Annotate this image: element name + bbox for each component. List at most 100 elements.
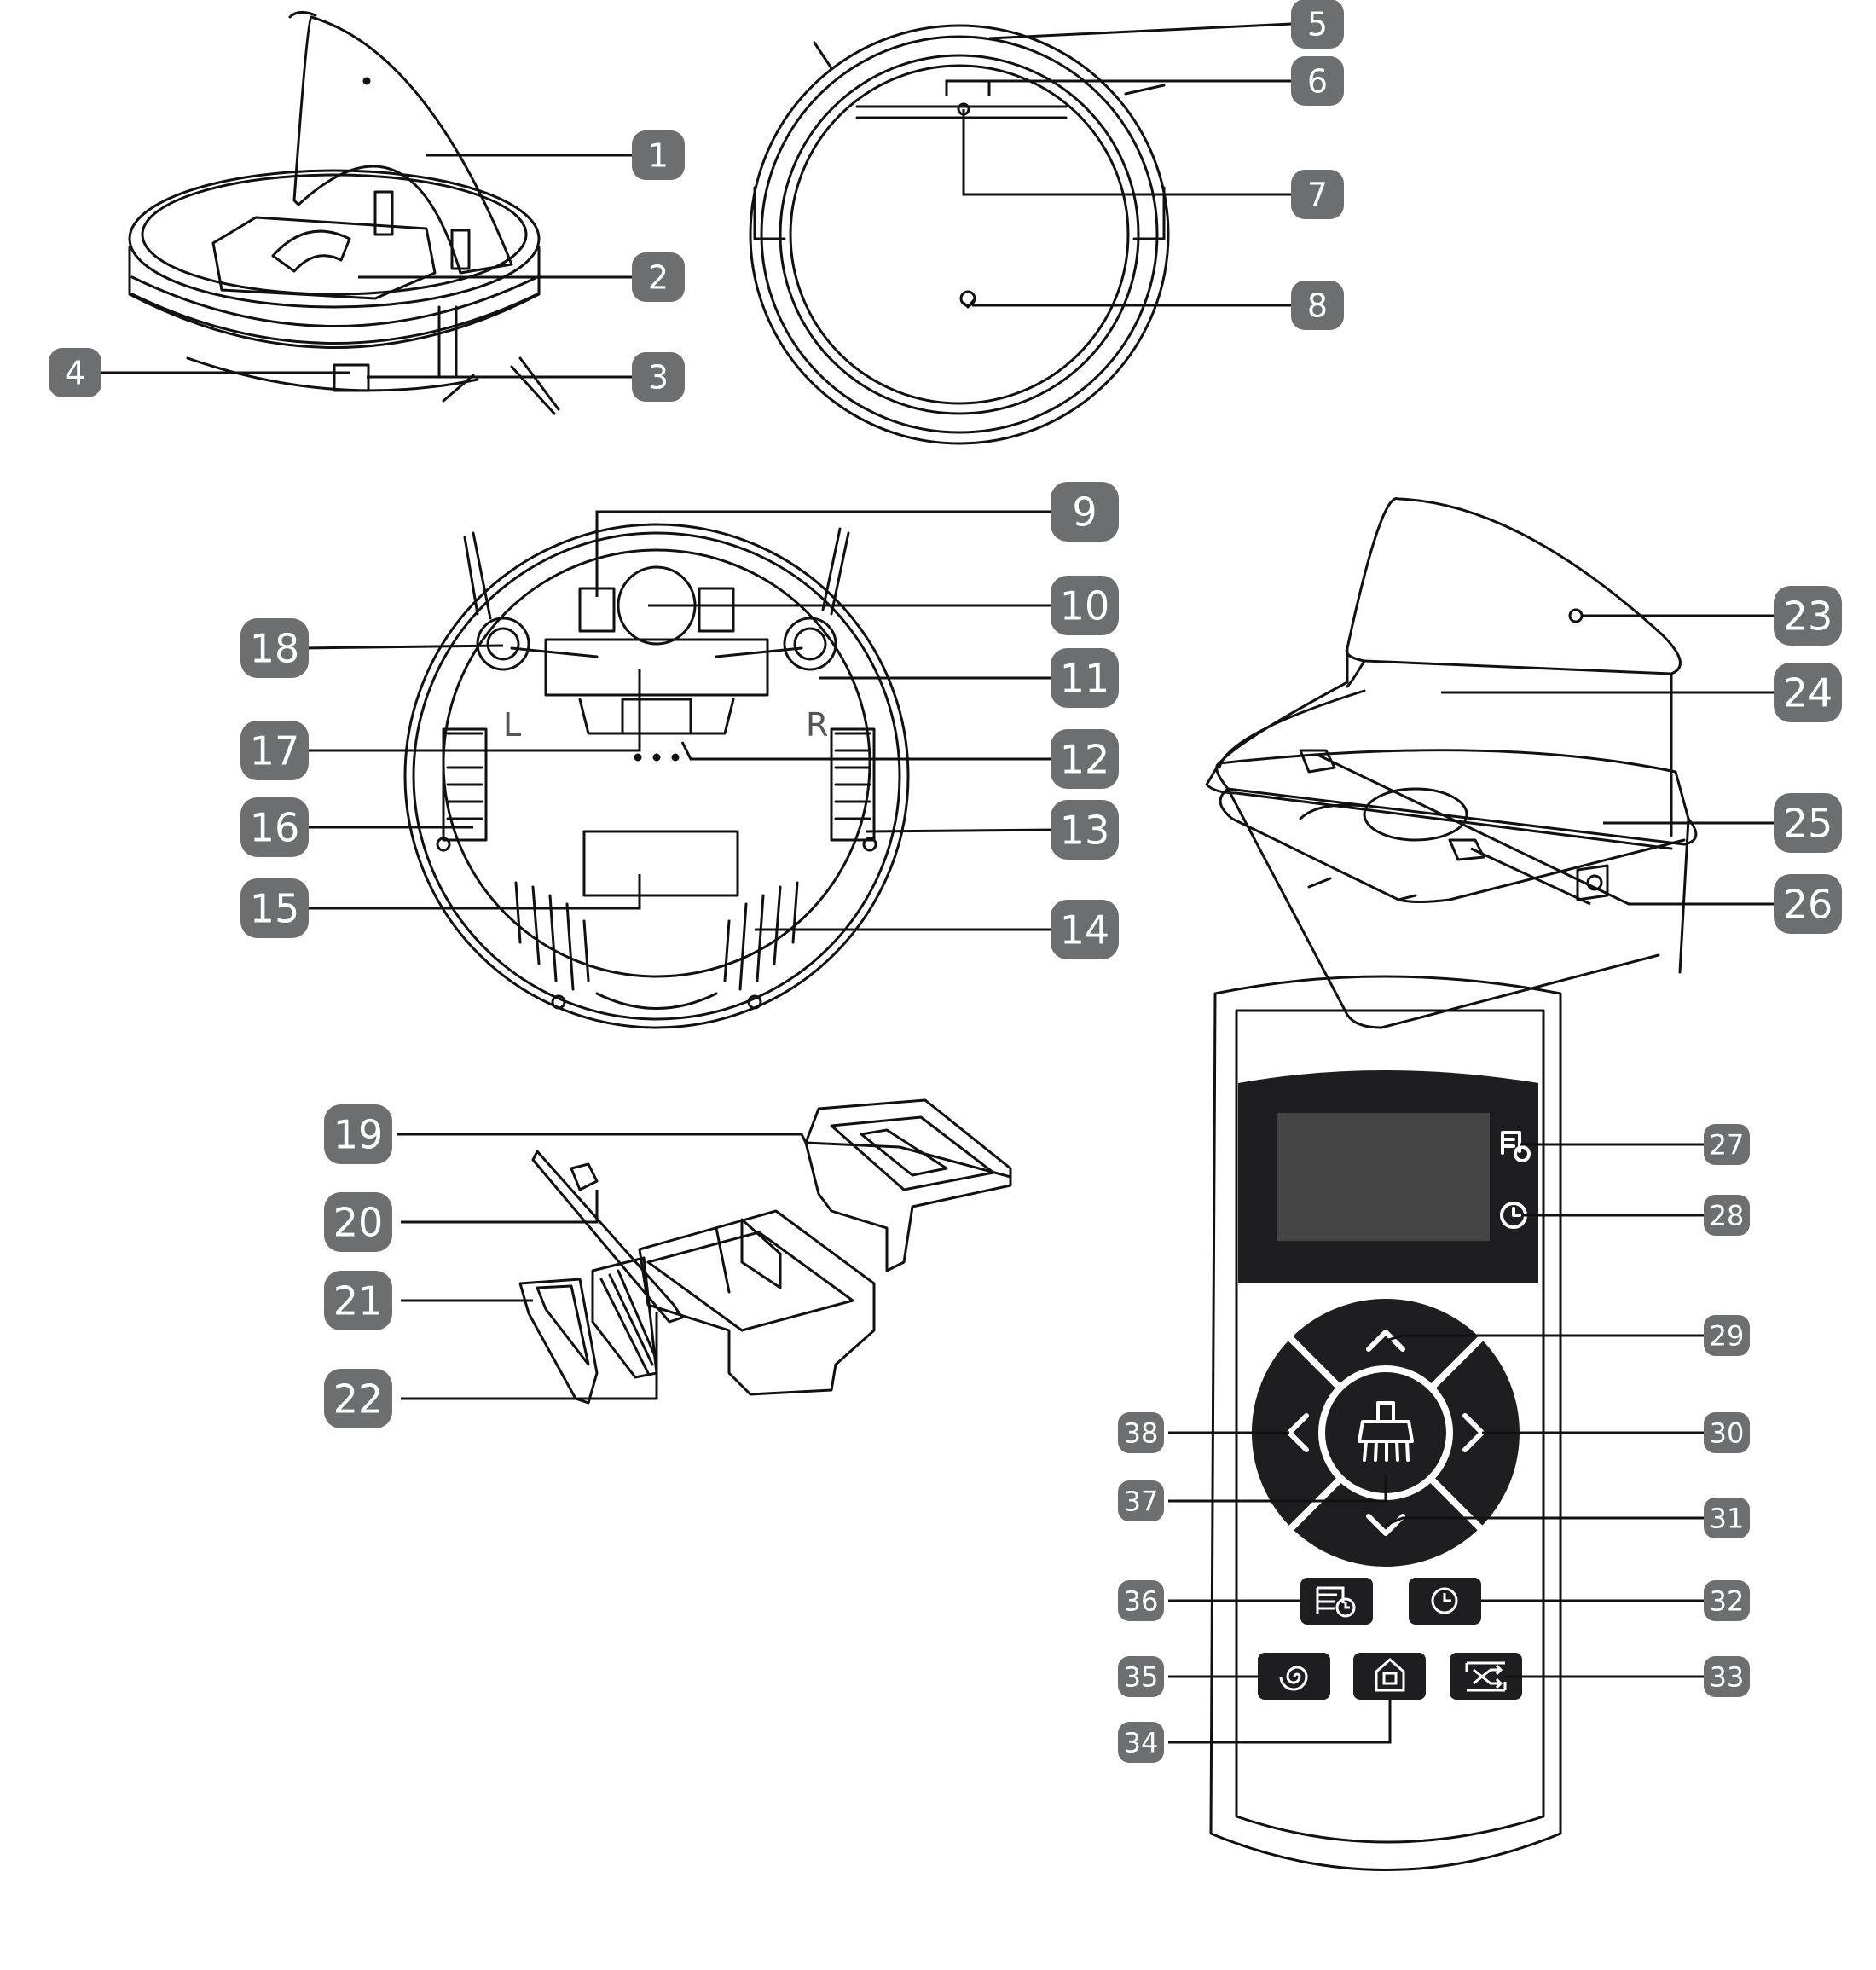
callout-badge-bg <box>240 721 309 780</box>
callout-number: 30 <box>1710 1417 1745 1450</box>
schedule-button[interactable] <box>1300 1578 1373 1625</box>
arrow-down-icon[interactable] <box>1366 1514 1405 1536</box>
callout-38: 38 <box>1118 1412 1164 1453</box>
callout-number: 15 <box>250 886 300 932</box>
schedule-icon <box>1501 1131 1531 1162</box>
callout-37: 37 <box>1118 1480 1164 1521</box>
callout-badge-bg <box>1774 586 1842 646</box>
leader-lines <box>98 22 1774 1744</box>
callout-number: 29 <box>1710 1320 1745 1353</box>
callout-badge-bg <box>240 618 309 678</box>
callout-number: 27 <box>1710 1129 1745 1162</box>
arrow-up-icon[interactable] <box>1366 1330 1405 1352</box>
callout-14: 14 <box>1051 900 1119 959</box>
callout-4: 4 <box>49 348 101 397</box>
callout-number: 28 <box>1710 1200 1745 1232</box>
callout-badge-bg <box>1118 1722 1164 1763</box>
callout-badge-bg <box>1704 1195 1750 1236</box>
callout-23: 23 <box>1774 586 1842 646</box>
callout-number: 10 <box>1060 583 1110 629</box>
callout-number: 16 <box>250 805 300 851</box>
callout-badge-bg <box>1051 729 1119 789</box>
callout-13: 13 <box>1051 800 1119 860</box>
callout-number: 36 <box>1124 1585 1159 1618</box>
callout-3: 3 <box>632 352 685 402</box>
spiral-button[interactable] <box>1258 1653 1330 1700</box>
callout-29: 29 <box>1704 1315 1750 1356</box>
callout-36: 36 <box>1118 1580 1164 1621</box>
callout-15: 15 <box>240 878 309 938</box>
callout-number: 37 <box>1124 1486 1159 1518</box>
callout-number: 38 <box>1124 1417 1159 1450</box>
callout-number: 6 <box>1307 63 1328 101</box>
home-button[interactable] <box>1353 1653 1426 1700</box>
callout-number: 21 <box>333 1278 384 1324</box>
callout-35: 35 <box>1118 1656 1164 1697</box>
clock-icon <box>1431 1587 1458 1614</box>
callout-number: 8 <box>1307 287 1328 325</box>
callout-number: 3 <box>648 359 669 397</box>
callout-badge-bg <box>1051 648 1119 708</box>
callout-number: 20 <box>333 1200 384 1246</box>
random-button[interactable] <box>1450 1653 1522 1700</box>
callout-number: 19 <box>333 1112 384 1158</box>
callout-badge-bg <box>324 1104 392 1164</box>
schedule-icon <box>1316 1586 1356 1618</box>
callout-11: 11 <box>1051 648 1119 708</box>
callout-31: 31 <box>1704 1498 1750 1538</box>
callout-2: 2 <box>632 252 685 302</box>
callout-badge-bg <box>1051 800 1119 860</box>
callout-26: 26 <box>1774 874 1842 934</box>
robot-top-view-illustration <box>749 24 1170 445</box>
callout-25: 25 <box>1774 793 1842 853</box>
clock-button[interactable] <box>1409 1578 1481 1625</box>
callout-badge-bg <box>632 252 685 302</box>
callout-badge-bg <box>1704 1580 1750 1621</box>
dustbin-exploded-illustration <box>518 1098 1012 1405</box>
callout-18: 18 <box>240 618 309 678</box>
robot-bottom-view-illustration <box>403 523 910 1029</box>
robot-right-label: R <box>806 706 828 744</box>
callout-badge-bg <box>1118 1656 1164 1697</box>
callout-10: 10 <box>1051 576 1119 635</box>
callout-number: 34 <box>1124 1727 1159 1759</box>
illustrations <box>128 11 1698 1871</box>
charging-base-illustration <box>1205 497 1698 1029</box>
callout-1: 1 <box>632 130 685 180</box>
brush-icon[interactable] <box>1358 1401 1414 1462</box>
callout-badge-bg <box>1774 874 1842 934</box>
robot-left-label: L <box>503 706 521 744</box>
callout-number: 11 <box>1060 656 1110 702</box>
callout-badges: 1234567891011121314151617181920212223242… <box>49 0 1842 1763</box>
callout-badge-bg <box>1118 1480 1164 1521</box>
callout-number: 13 <box>1060 808 1110 854</box>
callout-number: 1 <box>648 137 669 175</box>
callout-30: 30 <box>1704 1412 1750 1453</box>
callout-badge-bg <box>1291 0 1344 49</box>
callout-number: 2 <box>648 259 669 297</box>
callout-7: 7 <box>1291 170 1344 219</box>
home-icon <box>1375 1658 1405 1692</box>
callout-number: 22 <box>333 1376 384 1422</box>
callout-badge-bg <box>240 797 309 857</box>
remote-body <box>1209 975 1562 1871</box>
callout-number: 18 <box>250 626 300 672</box>
callout-number: 4 <box>65 355 85 392</box>
robot-open-lid-illustration <box>128 11 560 415</box>
callout-badge-bg <box>1704 1315 1750 1356</box>
callout-badge-bg <box>1704 1412 1750 1453</box>
spiral-icon <box>1279 1666 1308 1691</box>
callout-number: 14 <box>1060 907 1110 953</box>
callout-badge-bg <box>1051 900 1119 959</box>
callout-badge-bg <box>1291 170 1344 219</box>
callout-badge-bg <box>1291 56 1344 106</box>
remote-buttons <box>1258 1578 1522 1700</box>
callout-22: 22 <box>324 1369 392 1428</box>
callout-16: 16 <box>240 797 309 857</box>
callout-badge-bg <box>1774 793 1842 853</box>
callout-number: 35 <box>1124 1661 1159 1694</box>
callout-badge-bg <box>1291 281 1344 330</box>
callout-9: 9 <box>1051 482 1119 542</box>
callout-32: 32 <box>1704 1580 1750 1621</box>
